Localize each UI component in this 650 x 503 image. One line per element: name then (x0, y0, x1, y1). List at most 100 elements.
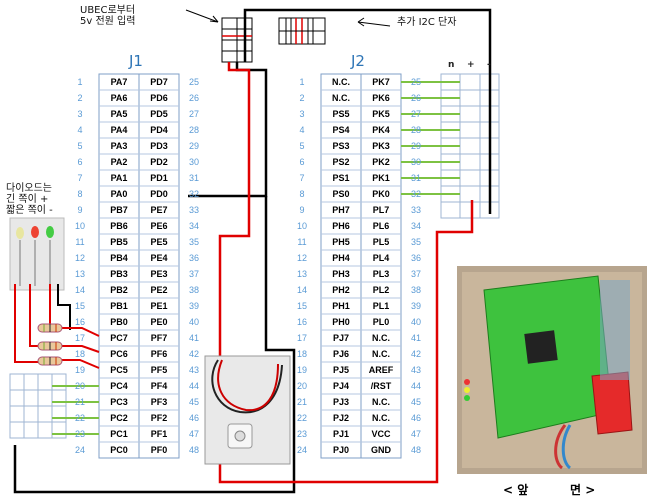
j1-right-pin-number: 26 (188, 93, 199, 103)
j1-left-pin-label: PB1 (110, 301, 128, 311)
j1-right-pin-number: 27 (188, 109, 199, 119)
j1-right-pin-number: 44 (188, 381, 199, 391)
j1-left-pin-label: PC3 (110, 397, 128, 407)
header-label-minus: - (487, 60, 491, 70)
led-wire-3 (40, 284, 51, 331)
j2-left-pin-number: 13 (296, 269, 307, 279)
j2-right-pin-label: PK0 (372, 189, 390, 199)
j1-right-pin-number: 34 (188, 221, 199, 231)
j1-right-pin-label: PD6 (150, 93, 168, 103)
j2-left-pin-label: PH3 (332, 269, 350, 279)
led-wire-pc5 (62, 359, 100, 369)
j2-right-pin-number: 28 (410, 125, 421, 135)
j2-left-pin-number: 3 (299, 109, 305, 119)
j1-right-pin-label: PD3 (150, 141, 168, 151)
i2c-note: 추가 I2C 단자 (397, 17, 457, 28)
j2-left-pin-label: N.C. (332, 93, 350, 103)
j1-left-pin-label: PA7 (110, 77, 128, 87)
j1-left-pin-label: PA2 (110, 157, 128, 167)
j2-left-pin-number: 23 (296, 429, 307, 439)
ubec-note-line2: 5v 전원 입력 (80, 16, 136, 27)
j1-left-pin-number: 7 (77, 173, 83, 183)
j2-right-pin-number: 34 (410, 221, 421, 231)
diode-note-line3: 짧은 쪽이 - (6, 205, 53, 216)
j2-left-pin-label: PH1 (332, 301, 350, 311)
j1-left-pin-number: 1 (77, 77, 83, 87)
j2-right-pin-number: 26 (410, 93, 421, 103)
j1-right-pin-label: PE2 (150, 285, 168, 295)
led-photo (9, 217, 65, 291)
j2-right-pin-number: 45 (410, 397, 421, 407)
j1-right-pin-number: 45 (188, 397, 199, 407)
j2-left-pin-label: PJ4 (332, 381, 349, 391)
j1-left-pin-number: 19 (74, 365, 85, 375)
j2-left-pin-label: PJ5 (332, 365, 349, 375)
j1-title: J1 (129, 52, 143, 70)
j2-right-pin-number: 25 (410, 77, 421, 87)
j1-right-pin-number: 43 (188, 365, 199, 375)
j1-left-pin-label: PC5 (110, 365, 128, 375)
j2-left-pin-label: PJ1 (332, 429, 349, 439)
j1-right-pin-number: 30 (188, 157, 199, 167)
j1-left-pin-number: 13 (74, 269, 85, 279)
j2-left-pin-number: 4 (299, 125, 305, 135)
j1-left-pin-number: 15 (74, 301, 85, 311)
j1-left-pin-number: 18 (74, 349, 85, 359)
j1-right-pin-number: 25 (188, 77, 199, 87)
j1-left-pin-number: 24 (74, 445, 85, 455)
j2-left-pin-label: PJ6 (332, 349, 349, 359)
j1-right-pin-number: 36 (188, 253, 199, 263)
j1-right-pin-label: PF4 (150, 381, 168, 391)
j1-left-pin-label: PA0 (110, 189, 128, 199)
j2-right-pin-number: 42 (410, 349, 421, 359)
j2-left-pin-label: PS1 (332, 173, 350, 183)
j2-right-pin-number: 35 (410, 237, 421, 247)
j2-left-pin-label: PJ0 (332, 445, 349, 455)
j2-left-pin-number: 24 (296, 445, 307, 455)
j2-left-pin-label: N.C. (332, 77, 350, 87)
ubec-note: UBEC로부터 5v 전원 입력 (80, 5, 135, 27)
j1-right-pin-label: PD5 (150, 109, 168, 119)
j2-left-pin-label: PS5 (332, 109, 350, 119)
diode-note-line1: 다이오드는 (6, 183, 52, 194)
j2-left-pin-label: PH2 (332, 285, 350, 295)
j2-left-pin-number: 20 (296, 381, 307, 391)
j1-left-pin-number: 22 (74, 413, 85, 423)
j1-right-pin-label: PF0 (150, 445, 168, 455)
j2-right-pin-label: GND (371, 445, 391, 455)
j1-left-pin-number: 10 (74, 221, 85, 231)
j2-left-pin-number: 9 (299, 205, 305, 215)
j2-title: J2 (351, 52, 365, 70)
j2-right-pin-label: PK5 (372, 109, 390, 119)
j2-left-pin-label: PS3 (332, 141, 350, 151)
j1-left-pin-label: PC1 (110, 429, 128, 439)
j1-signal-wires (52, 385, 99, 435)
j1-right-pin-label: PD1 (150, 173, 168, 183)
j2-left-pin-number: 8 (299, 189, 305, 199)
i2c-arrow (357, 21, 391, 27)
left-header-grid (9, 373, 67, 439)
gnd-wire-2 (188, 62, 268, 198)
j2-right-pin-label: PK7 (372, 77, 390, 87)
j2-right-pin-number: 36 (410, 253, 421, 263)
j2-left-pin-label: PH0 (332, 317, 350, 327)
j2-left-pin-label: PJ2 (332, 413, 349, 423)
j2-right-pin-label: N.C. (372, 413, 390, 423)
j2-right-pin-label: AREF (368, 365, 394, 375)
i2c-connector (278, 17, 326, 45)
led-wire-pc7 (62, 327, 100, 337)
j1-left-pin-label: PC7 (110, 333, 128, 343)
j2-left-pin-label: PH7 (332, 205, 350, 215)
j1-left-pin-number: 16 (74, 317, 85, 327)
j2-right-pin-number: 41 (410, 333, 421, 343)
j1-left-pin-label: PC0 (110, 445, 128, 455)
j2-left-pin-label: PH6 (332, 221, 350, 231)
j1-right-pin-label: PD0 (150, 189, 168, 199)
j2-right-pin-number: 38 (410, 285, 421, 295)
j1-left-pin-number: 8 (77, 189, 83, 199)
diode-note-line2: 긴 쪽이 + (6, 194, 49, 205)
j2-left-pin-number: 7 (299, 173, 305, 183)
led-wire-1 (14, 284, 40, 363)
j2-left-pin-label: PS4 (332, 125, 350, 135)
